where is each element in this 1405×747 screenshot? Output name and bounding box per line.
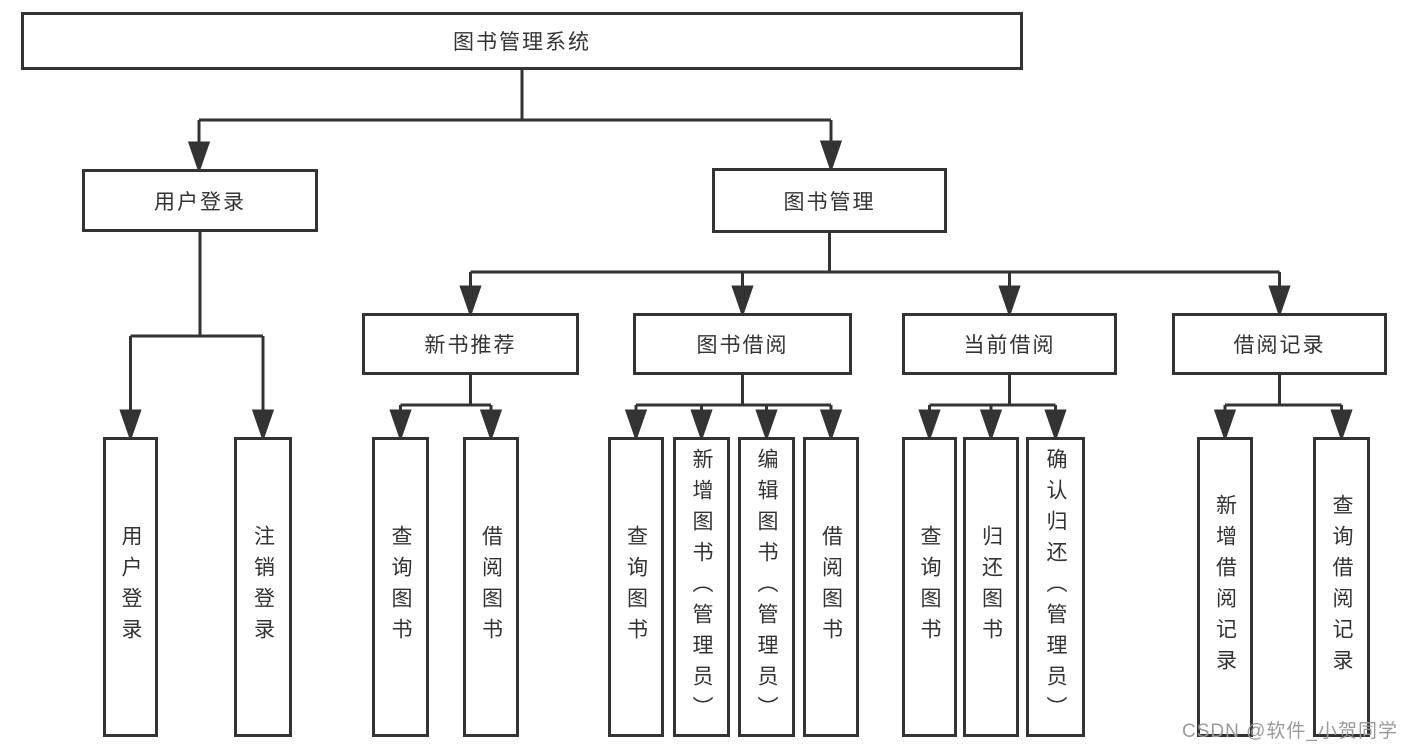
leaf-query-books-borrow: 查询图书 (608, 437, 664, 737)
node-root-label: 图书管理系统 (453, 31, 591, 54)
csdn-watermark: CSDN @软件_小贺同学 (1182, 721, 1398, 742)
node-borrow-records: 借阅记录 (1172, 313, 1387, 375)
arrowhead-leaf-add-borrow-record (1213, 409, 1237, 442)
node-book-borrow: 图书借阅 (633, 313, 852, 375)
arrowhead-leaf-borrow-books-2 (819, 409, 843, 442)
arrowhead-leaf-user-login (119, 409, 142, 442)
node-new-book-recommend-label: 新书推荐 (424, 334, 517, 357)
node-book-management: 图书管理 (712, 168, 947, 233)
leaf-return-book: 归还图书 (963, 437, 1019, 737)
connector-current-borrow-children (918, 375, 1067, 442)
leaf-query-borrow-record-label: 查询借阅记录 (1330, 494, 1353, 680)
node-new-book-recommend: 新书推荐 (362, 313, 579, 375)
connector-user-login-children (119, 232, 275, 442)
arrowhead-leaf-query-books-2 (624, 409, 648, 442)
leaf-logout-label: 注销登录 (251, 525, 275, 649)
connector-root-to-level2 (187, 70, 843, 174)
leaf-borrow-books-borrow: 借阅图书 (803, 437, 859, 737)
arrowhead-leaf-query-books-1 (389, 409, 412, 442)
connector-borrow-records-children (1213, 375, 1353, 442)
leaf-return-book-label: 归还图书 (979, 525, 1003, 649)
leaf-edit-book-admin: 编辑图书（管理员） (738, 437, 795, 737)
leaf-confirm-return-admin-label: 确认归还（管理员） (1044, 447, 1067, 727)
node-book-borrow-label: 图书借阅 (696, 334, 789, 357)
arrowhead-leaf-logout (251, 409, 275, 442)
arrowhead-borrow-records (1268, 285, 1291, 318)
connector-new-book-recommend-children (389, 375, 503, 442)
arrowhead-book-management (819, 140, 843, 173)
node-borrow-records-label: 借阅记录 (1233, 334, 1326, 357)
leaf-query-books-recommend: 查询图书 (372, 437, 429, 737)
arrowhead-new-book-recommend (459, 285, 482, 318)
leaf-add-book-admin-label: 新增图书（管理员） (690, 447, 713, 727)
leaf-user-login-label: 用户登录 (119, 525, 142, 649)
arrowhead-leaf-add-book (690, 409, 713, 442)
node-user-login: 用户登录 (82, 169, 318, 232)
leaf-borrow-books-recommend: 借阅图书 (463, 437, 519, 737)
connector-book-management-children (459, 233, 1291, 318)
node-current-borrow: 当前借阅 (902, 313, 1117, 375)
arrowhead-leaf-return-book (979, 409, 1003, 442)
leaf-borrow-books-recommend-label: 借阅图书 (479, 525, 503, 649)
arrowhead-current-borrow (998, 285, 1021, 318)
arrowhead-leaf-query-books-3 (918, 409, 941, 442)
leaf-borrow-books-borrow-label: 借阅图书 (819, 525, 843, 649)
leaf-user-login: 用户登录 (103, 437, 158, 737)
leaf-query-books-current: 查询图书 (902, 437, 957, 737)
arrowhead-book-borrow (731, 285, 754, 318)
arrowhead-leaf-confirm-return (1044, 409, 1067, 442)
leaf-query-books-current-label: 查询图书 (918, 525, 941, 649)
node-current-borrow-label: 当前借阅 (963, 334, 1056, 357)
node-user-login-label: 用户登录 (154, 190, 246, 214)
leaf-logout: 注销登录 (234, 437, 292, 737)
arrowhead-leaf-borrow-books-1 (479, 409, 503, 442)
node-book-management-label: 图书管理 (783, 190, 876, 214)
arrowhead-leaf-edit-book (755, 409, 778, 442)
arrowhead-user-login (187, 141, 211, 174)
leaf-query-books-recommend-label: 查询图书 (389, 525, 412, 649)
leaf-confirm-return-admin: 确认归还（管理员） (1026, 437, 1085, 737)
arrowhead-leaf-query-borrow-record (1330, 409, 1353, 442)
leaf-add-book-admin: 新增图书（管理员） (673, 437, 730, 737)
leaf-add-borrow-record: 新增借阅记录 (1197, 437, 1253, 737)
leaf-query-books-borrow-label: 查询图书 (624, 525, 648, 649)
leaf-query-borrow-record: 查询借阅记录 (1313, 437, 1370, 737)
connector-book-borrow-children (624, 375, 843, 442)
leaf-add-borrow-record-label: 新增借阅记录 (1213, 494, 1237, 680)
node-root: 图书管理系统 (21, 12, 1023, 70)
leaf-edit-book-admin-label: 编辑图书（管理员） (755, 447, 778, 727)
